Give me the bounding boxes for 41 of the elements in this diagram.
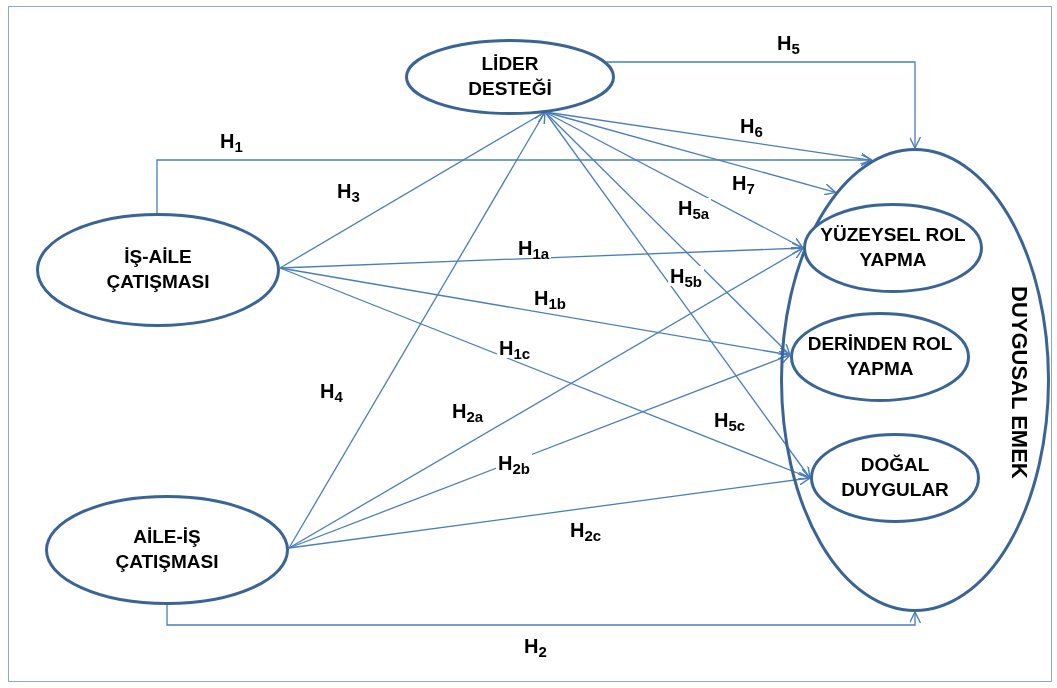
node-label: DUYGUSAL EMEK	[1008, 286, 1030, 479]
edge-label: H$_{5b}$	[668, 266, 704, 286]
arrow	[279, 242, 804, 269]
ellipse-node	[36, 213, 280, 327]
edge-label: H$_{5a}$	[676, 198, 712, 218]
node-label: DERİNDEN ROL YAPMA	[806, 332, 954, 381]
arrow	[279, 267, 811, 480]
node-label: DOĞAL DUYGULAR	[840, 453, 950, 502]
node-label: YÜZEYSEL ROL YAPMA	[819, 223, 967, 272]
ellipse-node	[803, 203, 983, 293]
arrow	[288, 353, 791, 549]
edge-label: H$_{2a}$	[450, 401, 486, 421]
arrow	[288, 111, 546, 549]
arrow	[605, 61, 922, 149]
edge-label: H$_{3}$	[335, 181, 362, 201]
ellipse-node	[810, 433, 980, 523]
arrow	[288, 473, 811, 549]
ellipse-node	[780, 148, 1050, 612]
arrow	[544, 111, 811, 479]
ellipse-node	[405, 39, 615, 115]
edge-label: H$_{1}$	[218, 131, 245, 151]
edge-label: H$_{6}$	[738, 116, 765, 136]
edge-label: H$_{7}$	[730, 173, 757, 193]
arrow	[156, 153, 873, 214]
node-label: LİDER DESTEĞİ	[467, 52, 553, 101]
edge-label: H$_{2c}$	[568, 520, 604, 540]
edge-label: H$_{2b}$	[496, 453, 532, 473]
ellipse-node	[45, 495, 289, 605]
arrow	[166, 604, 922, 626]
edge-label: H$_{5c}$	[712, 410, 748, 430]
edge-label: H$_{2}$	[522, 636, 549, 656]
ellipse-node	[790, 312, 970, 402]
edge-label: H$_{1a}$	[516, 238, 552, 258]
edge-label: H$_{5}$	[775, 33, 802, 53]
edge-label: H$_{1c}$	[497, 338, 533, 358]
arrow	[288, 247, 804, 549]
edge-label: H$_{4}$	[318, 381, 345, 401]
node-label: AİLE-İŞ ÇATIŞMASI	[114, 525, 220, 574]
edge-label: H$_{1b}$	[532, 288, 568, 308]
arrow	[544, 111, 804, 249]
node-label: İŞ-AİLE ÇATIŞMASI	[105, 245, 211, 294]
